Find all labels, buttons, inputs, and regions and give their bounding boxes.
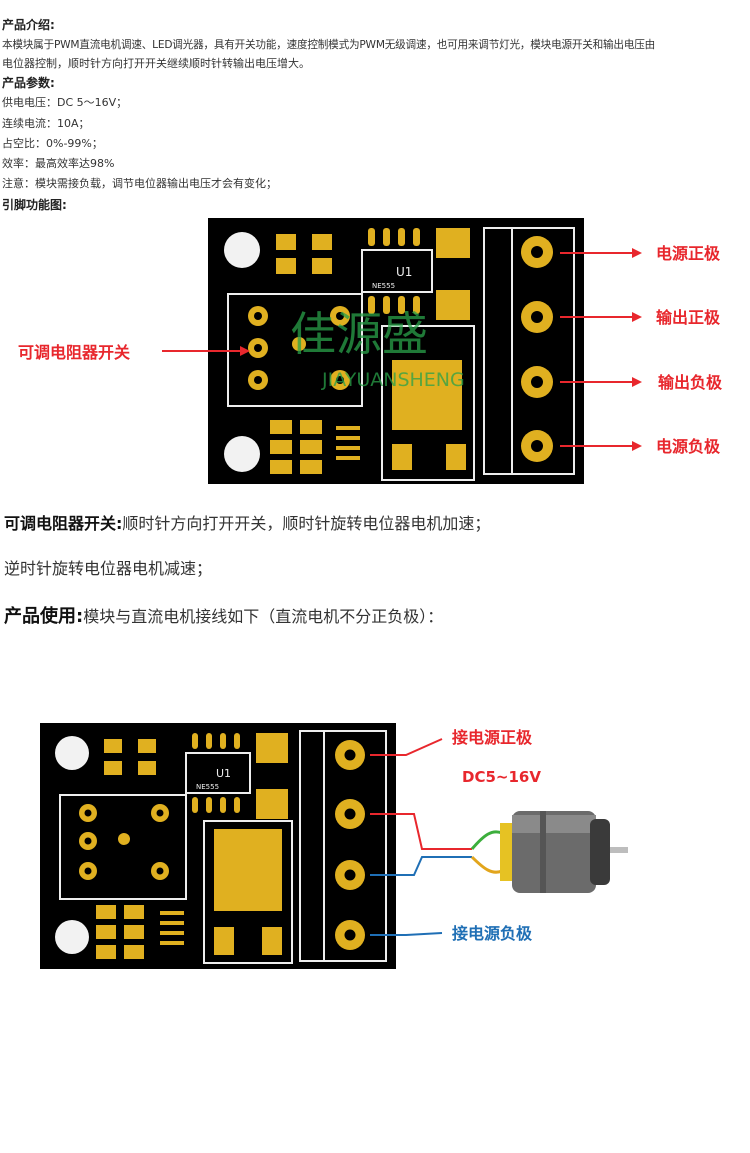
- label-voltage: DC5~16V: [462, 768, 541, 786]
- mounting-hole: [55, 736, 89, 770]
- wiring-diagram: U1 NE555 接电源正极 DC5~16V 接电源负极: [40, 723, 628, 969]
- usage-description: 产品使用:模块与直流电机接线如下（直流电机不分正负极）：: [4, 602, 443, 628]
- param-item: 效率：最高效率达98%: [2, 157, 115, 170]
- switch-label: 可调电阻器开关:: [4, 514, 123, 533]
- chip-pins: [368, 228, 420, 314]
- param-item: 供电电压：DC 5～16V；: [2, 96, 128, 109]
- watermark-en: JIAYUANSHENG: [321, 369, 465, 391]
- label-power-negative: 电源负极: [656, 437, 721, 456]
- param-item: 注意：模块需接负载，调节电位器输出电压才会有变化；: [2, 177, 277, 190]
- pad-large: [436, 228, 470, 258]
- intro-line-2: 电位器控制，顺时针方向打开开关继续顺时针转输出电压增大。: [2, 57, 310, 70]
- label-connect-negative: 接电源负极: [452, 924, 533, 943]
- inductor-pad: [392, 360, 462, 430]
- bottom-pads: [270, 420, 360, 474]
- intro-heading: 产品介绍:: [2, 18, 55, 32]
- watermark-cn: 佳源盛: [290, 307, 428, 361]
- switch-description: 可调电阻器开关:顺时针方向打开开关，顺时针旋转电位器电机加速；: [4, 510, 490, 534]
- pinout-heading: 引脚功能图:: [2, 198, 67, 212]
- param-item: 占空比：0%-99%；: [2, 137, 103, 150]
- chip-outline: [361, 249, 433, 293]
- switch-text-1: 顺时针方向打开开关，顺时针旋转电位器电机加速；: [122, 514, 491, 533]
- usage-text: 模块与直流电机接线如下（直流电机不分正负极）：: [83, 607, 444, 626]
- pcb-board: [208, 218, 584, 484]
- pad-large: [436, 290, 470, 320]
- label-pot-switch: 可调电阻器开关: [18, 343, 130, 362]
- dc-motor: [500, 811, 628, 893]
- inductor-pad-small: [446, 444, 466, 470]
- label-connect-positive: 接电源正极: [452, 728, 533, 747]
- terminal-outline: [483, 227, 575, 475]
- top-pads: [276, 234, 332, 274]
- chip-code: NE555: [196, 783, 219, 791]
- mounting-hole: [55, 920, 89, 954]
- usage-label: 产品使用:: [4, 606, 84, 627]
- chip-code: NE555: [372, 282, 395, 290]
- chip-label: U1: [396, 265, 412, 279]
- inductor-pad-small: [392, 444, 412, 470]
- label-output-negative: 输出负极: [658, 373, 723, 392]
- mounting-hole: [224, 232, 260, 268]
- pot-center: [292, 337, 306, 351]
- param-item: 连续电流：10A；: [2, 117, 90, 130]
- label-output-positive: 输出正极: [656, 308, 721, 327]
- switch-text-2: 逆时针旋转电位器电机减速；: [4, 559, 213, 578]
- chip-label: U1: [216, 767, 231, 780]
- label-power-positive: 电源正极: [656, 244, 721, 263]
- pinout-diagram: U1 NE555 佳源盛 JIAYUANSHENG 可调电阻器开关 电源正极: [18, 218, 723, 484]
- mounting-hole: [224, 436, 260, 472]
- inductor-outline: [381, 325, 475, 481]
- intro-line-1: 本模块属于PWM直流电机调速、LED调光器，具有开关功能，速度控制模式为PWM无…: [2, 39, 656, 51]
- params-heading: 产品参数:: [2, 76, 55, 90]
